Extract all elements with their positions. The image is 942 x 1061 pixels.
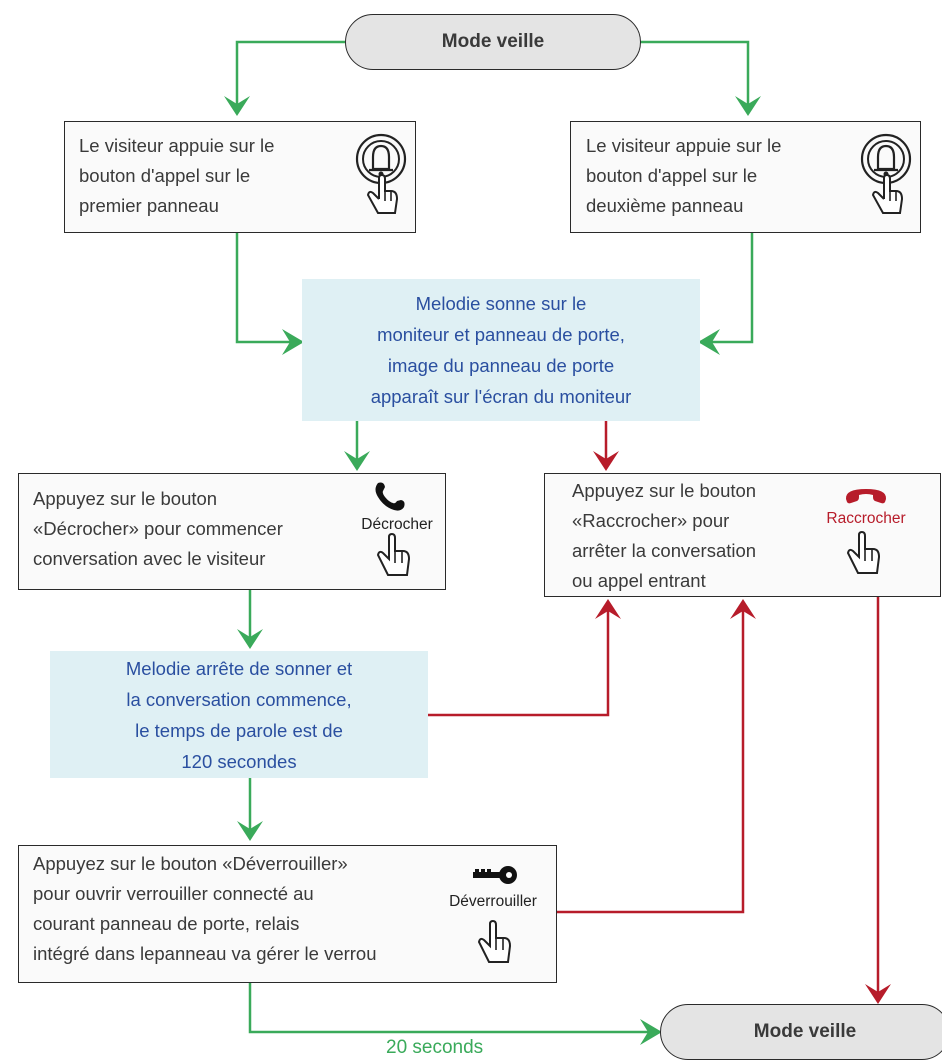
pointing-hand-icon	[477, 920, 512, 963]
start-node-mode-veille: Mode veille	[345, 14, 641, 70]
end-node-label: Mode veille	[753, 1021, 857, 1042]
hangup-step-text: Appuyez sur le bouton «Raccrocher» pour …	[572, 480, 757, 591]
answer-button-label: Décrocher	[361, 516, 433, 533]
start-node-label: Mode veille	[441, 31, 545, 52]
visitor-panel-2-box	[570, 121, 921, 233]
arrow-panel1-to-ringing	[235, 233, 302, 344]
pointing-hand-icon	[376, 533, 411, 576]
arrow-panel2-to-ringing	[700, 233, 754, 344]
hangup-button-label: Raccrocher	[826, 510, 906, 527]
bell-push-icon	[355, 133, 407, 214]
visitor-panel-2-text: Le visiteur appuie sur le bouton d'appel…	[586, 135, 782, 216]
phone-hangup-icon	[845, 489, 887, 504]
timeout-label: 20 seconds	[386, 1037, 484, 1058]
arrow-start-to-panel1	[235, 40, 345, 114]
arrow-unlock-to-hangup	[557, 603, 745, 914]
answer-step-box	[18, 473, 446, 590]
key-icon	[473, 866, 517, 884]
pointing-hand-icon	[846, 531, 881, 574]
ringing-info-box: Melodie sonne sur le moniteur et panneau…	[302, 279, 700, 421]
arrow-start-to-panel2	[640, 40, 750, 114]
visitor-panel-1-box	[64, 121, 416, 233]
phone-handset-icon	[375, 482, 405, 511]
conversation-info-box: Melodie arrête de sonner et la conversat…	[50, 651, 428, 778]
arrow-conversation-to-hangup	[428, 603, 610, 717]
unlock-step-box	[18, 845, 557, 983]
bell-push-icon	[860, 133, 912, 214]
unlock-step-text: Appuyez sur le bouton «Déverrouiller» po…	[33, 853, 377, 964]
visitor-panel-1-text: Le visiteur appuie sur le bouton d'appel…	[79, 135, 275, 216]
unlock-button-label: Déverrouiller	[449, 893, 537, 910]
arrow-unlock-to-end	[248, 983, 660, 1034]
answer-step-text: Appuyez sur le bouton «Décrocher» pour c…	[33, 488, 283, 569]
end-node-mode-veille: Mode veille	[660, 1004, 942, 1060]
